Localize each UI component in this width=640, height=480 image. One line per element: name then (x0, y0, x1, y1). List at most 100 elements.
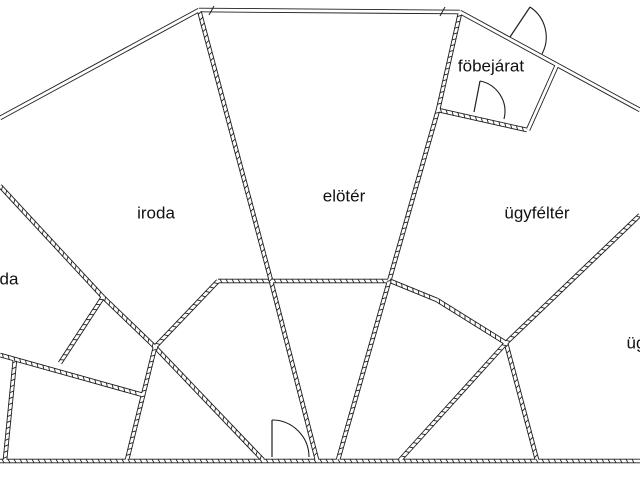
wall-core (153, 346, 265, 461)
wall-hatch-tick (67, 458, 71, 464)
wall-hatch-tick (98, 291, 102, 297)
wall-hatch-tick (451, 38, 457, 41)
wall-hatch-tick (157, 458, 161, 464)
wall-hatch-tick (327, 278, 331, 284)
wall-hatch-tick (214, 74, 219, 79)
wall-hatch-tick (58, 247, 61, 253)
wall-hatch-tick (461, 388, 467, 391)
wall-hatch-tick (251, 213, 256, 218)
wall-hatch-tick (549, 298, 554, 301)
wall-core (436, 12, 462, 111)
wall-hatch-tick (138, 329, 141, 335)
wall-hatch-tick (363, 278, 367, 284)
wall-hatch-tick (74, 264, 77, 270)
wall-hatch-tick (259, 242, 264, 247)
wall-hatch-tick (303, 278, 307, 284)
wall-hatch-tick (82, 273, 85, 279)
wall-hatch-tick (370, 337, 376, 340)
wall-hatch-tick (265, 458, 269, 464)
wall-hatch-tick (609, 240, 615, 243)
wall-hatch-tick (378, 308, 384, 311)
wall-hatch-tick (130, 321, 133, 327)
wall-hatch-tick (4, 438, 10, 442)
wall-hatch-tick (575, 273, 581, 276)
wall-hatch-tick (184, 312, 190, 315)
wall-hatch-tick (213, 282, 219, 285)
wall-hatch-tick (448, 49, 454, 53)
wall-hatch-tick (513, 378, 519, 383)
wall-hatch-tick (541, 458, 545, 464)
wall-hatch-tick (128, 388, 132, 394)
wall-hatch-tick (424, 146, 430, 149)
wall-hatch-tick (391, 261, 397, 264)
wall-hatch-tick (506, 349, 511, 354)
wall-core (153, 280, 220, 348)
wall-hatch-tick (391, 458, 395, 464)
wall-hatch-tick (31, 458, 35, 464)
wall-hatch-tick (48, 366, 51, 372)
wall-hatch-tick (88, 377, 91, 383)
wall-hatch-tick (259, 455, 262, 461)
wall-hatch-tick (1, 353, 4, 359)
wall-hatch-tick (143, 383, 149, 386)
wall-hatch-tick (454, 26, 460, 29)
wall-hatch-tick (205, 290, 211, 293)
wall-core (0, 185, 105, 298)
wall-hatch-tick (383, 291, 389, 294)
wall-hatch-tick (517, 458, 521, 464)
wall-hatch-tick (531, 314, 537, 318)
wall-hatch-tick (439, 90, 445, 94)
wall-hatch-tick (249, 278, 253, 284)
wall-hatch-tick (583, 265, 589, 268)
wall-hatch-tick (385, 285, 390, 288)
wall-hatch-tick (291, 365, 296, 370)
wall-hatch-tick (406, 285, 409, 291)
wall-hatch-tick (409, 458, 413, 464)
wall-hatch-tick (115, 458, 119, 464)
wall-hatch-tick (180, 316, 186, 319)
wall-hatch-tick (213, 68, 218, 73)
wall-hatch-tick (86, 278, 89, 283)
wall-hatch-tick (523, 458, 527, 464)
wall-hatch-tick (103, 458, 107, 464)
wall-hatch-tick (368, 343, 374, 346)
wall-hatch-tick (73, 458, 77, 464)
wall-hatch-tick (423, 152, 429, 155)
wall-hatch-tick (514, 331, 520, 334)
wall-hatch-tick (127, 447, 133, 451)
wall-hatch-tick (347, 418, 353, 421)
wall-hatch-tick (375, 320, 381, 323)
wall-hatch-tick (125, 317, 128, 323)
wall-hatch-tick (517, 390, 522, 395)
wall-hatch-tick (337, 452, 343, 455)
wall-hatch-tick (220, 97, 225, 102)
wall-hatch-tick (8, 396, 14, 400)
room-label: iroda (137, 204, 175, 223)
wall-hatch-tick (343, 429, 349, 432)
wall-hatch-tick (375, 278, 379, 284)
wall-hatch-tick (562, 285, 568, 289)
wall-hatch-tick (333, 278, 337, 284)
wall-hatch-tick (176, 368, 179, 374)
wall-hatch-tick (442, 79, 448, 82)
wall-hatch-tick (175, 458, 179, 464)
wall-hatch-tick (498, 121, 501, 127)
wall-hatch-tick (349, 458, 353, 464)
wall-hatch-tick (618, 232, 624, 235)
wall-hatch-tick (493, 458, 497, 464)
wall-hatch-tick (415, 458, 419, 464)
wall-hatch-tick (499, 458, 503, 464)
wall-hatch-tick (451, 110, 454, 116)
room-label: föbejárat (458, 57, 524, 76)
wall-hatch-tick (405, 215, 410, 218)
wall-hatch-tick (285, 278, 289, 284)
wall-hatch-tick (446, 61, 452, 64)
wall-hatch-tick (511, 458, 515, 464)
wall-hatch-tick (463, 113, 466, 119)
wall-hatch-tick (492, 120, 495, 125)
wall-core (437, 108, 528, 132)
wall-hatch-tick (0, 185, 4, 191)
wall-hatch-tick (395, 280, 398, 286)
wall-hatch-tick (433, 419, 438, 422)
